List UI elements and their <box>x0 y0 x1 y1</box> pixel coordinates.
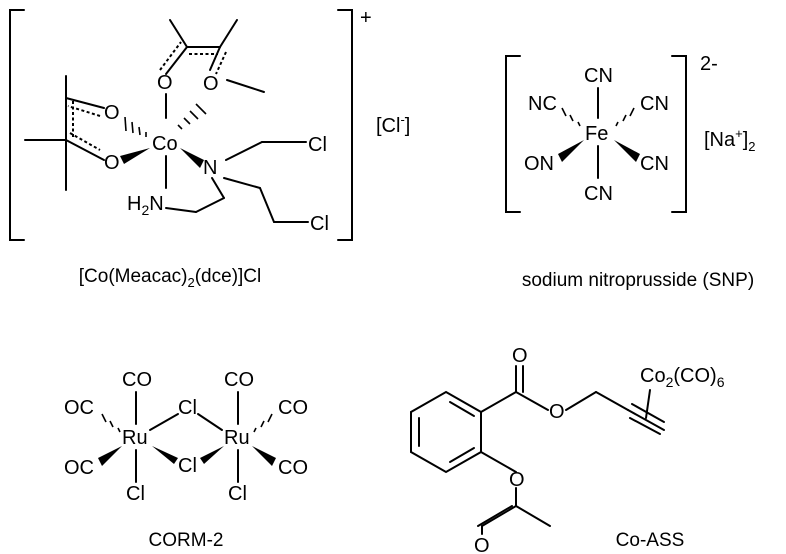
wedge-bond-ru-cl-bridge <box>152 446 178 464</box>
hashed-bond-ru-oc <box>101 413 121 433</box>
ligand-oc: OC <box>64 397 94 419</box>
atom-cl: Cl <box>126 483 145 505</box>
hashed-bond-co-o-upper-right <box>177 103 207 130</box>
caption-co-meacac: [Co(Meacac)2(dce)]Cl <box>79 266 262 290</box>
ligand-oc: OC <box>64 457 94 479</box>
left-bracket <box>9 9 25 241</box>
caption-corm2: CORM-2 <box>149 530 224 551</box>
ligand-nc-upper-left: NC <box>528 93 557 115</box>
atom-o: O <box>157 72 173 94</box>
atom-cl: Cl <box>228 483 247 505</box>
wedge-bond-fe-on <box>558 140 584 162</box>
atom-o: O <box>104 102 120 124</box>
atom-h2n: H2N <box>127 193 164 218</box>
atom-o: O <box>203 73 219 95</box>
ligand-cn-top: CN <box>584 65 613 87</box>
hashed-bond-ru-co <box>253 413 273 433</box>
complex-charge: 2- <box>700 53 718 75</box>
ligand-co: CO <box>224 369 254 391</box>
atom-n: N <box>203 157 217 179</box>
atom-cl-bridge: Cl <box>178 397 197 419</box>
right-bracket <box>337 9 353 241</box>
ligand-cn-bottom: CN <box>584 183 613 205</box>
atom-o: O <box>549 401 565 423</box>
wedge-bond-co-o-lower <box>120 148 150 164</box>
ligand-co: CO <box>278 457 308 479</box>
atom-cl: Cl <box>308 134 327 156</box>
wedge-bond-fe-cn-lower <box>614 140 640 162</box>
atom-cl: Cl <box>310 213 329 235</box>
hashed-bond-co-o-left <box>124 116 147 137</box>
ligand-cn-upper-right: CN <box>640 93 669 115</box>
atom-o: O <box>509 469 525 491</box>
atom-o: O <box>512 345 528 367</box>
atom-o: O <box>474 535 490 554</box>
atom-ru: Ru <box>122 427 148 449</box>
wedge-bond-cl-bridge-ru <box>200 446 224 464</box>
right-bracket <box>671 55 687 213</box>
counter-ion: [Cl-] <box>376 112 410 137</box>
ligand-co: CO <box>122 369 152 391</box>
complex-charge: + <box>360 7 372 29</box>
atom-cl-bridge: Cl <box>178 455 197 477</box>
wedge-bond-ru-co <box>252 446 276 466</box>
co-ass-structure: O O O O Co2(CO)6 Co-ASS <box>410 345 725 554</box>
caption-co-ass: Co-ASS <box>616 530 685 551</box>
co-meacac-structure: Co O O O O N H2N Cl Cl + [Cl-] [Co(Meaca… <box>9 7 410 290</box>
atom-co: Co <box>152 133 178 155</box>
wedge-bond-co-n <box>180 148 204 168</box>
atom-o: O <box>104 152 120 174</box>
hashed-bond-fe-cn <box>615 107 635 127</box>
wedge-bond-ru-oc <box>98 446 122 466</box>
snp-structure: Fe CN CN CN CN NC ON 2- [Na+]2 sodium ni… <box>505 53 756 291</box>
counter-ion: [Na+]2 <box>704 126 756 154</box>
corm2-structure: Ru Ru CO CO OC OC CO CO Cl Cl Cl Cl CORM… <box>64 369 308 551</box>
ligand-cn-lower-right: CN <box>640 153 669 175</box>
caption-snp: sodium nitroprusside (SNP) <box>522 270 754 291</box>
atom-fe: Fe <box>585 123 608 145</box>
cobalt-carbonyl-label: Co2(CO)6 <box>640 365 725 390</box>
left-bracket <box>505 55 521 213</box>
hashed-bond-fe-nc <box>561 107 581 127</box>
atom-ru: Ru <box>224 427 250 449</box>
benzene-ring <box>410 390 482 474</box>
ligand-co: CO <box>278 397 308 419</box>
ligand-on-lower-left: ON <box>524 153 554 175</box>
